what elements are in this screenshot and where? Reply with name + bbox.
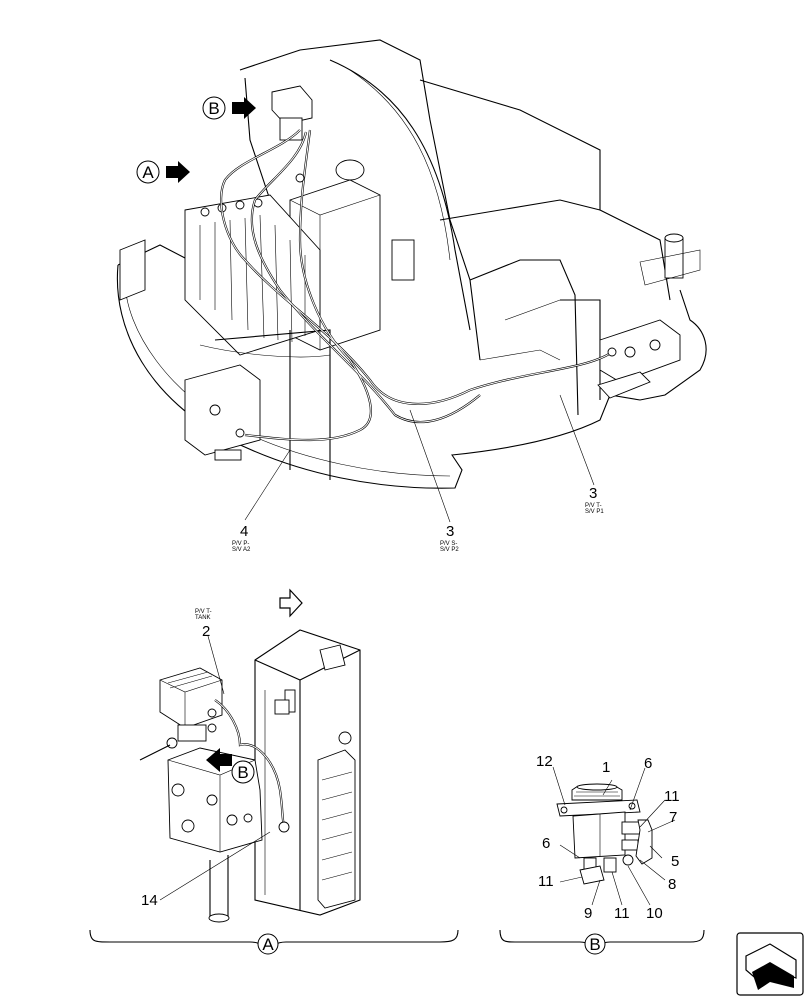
callout-11-left: 11	[538, 873, 554, 890]
view-a-letter: A	[142, 163, 154, 182]
callout-6-left: 6	[542, 835, 550, 852]
hose-note: TANK	[195, 615, 211, 621]
arrow-right-icon	[232, 97, 256, 119]
detail-b-view	[552, 766, 676, 906]
upper-structure-view	[116, 39, 707, 523]
callout-6-top: 6	[644, 755, 652, 772]
hose-note: P/V T-	[195, 609, 212, 615]
callout-5: 5	[671, 853, 679, 870]
arrow-right-icon	[166, 161, 190, 183]
hose-note: S/V A2	[232, 547, 251, 553]
hose-note: S/V P2	[440, 547, 459, 553]
hose-note: P/V S-	[440, 541, 457, 547]
hose-note: P/V T-	[585, 503, 602, 509]
view-b-marker: B	[202, 96, 256, 120]
callout-9: 9	[584, 905, 592, 922]
page-corner-icon[interactable]	[736, 932, 804, 996]
arrow-left-icon	[206, 748, 232, 772]
view-b-letter: B	[208, 99, 219, 118]
hose-note: S/V P1	[585, 509, 604, 515]
view-a-marker: A	[136, 160, 190, 184]
view-b-letter: B	[589, 935, 600, 954]
callout-10: 10	[646, 905, 663, 922]
callout-7: 7	[669, 809, 677, 826]
callout-1: 1	[602, 759, 610, 776]
detail-b-bracket: B	[499, 929, 705, 955]
detail-a-bracket: A	[89, 929, 459, 955]
view-a-letter: A	[262, 935, 274, 954]
view-b-letter: B	[237, 763, 248, 782]
callout-3-mid: 3	[446, 523, 454, 540]
arrow-right-icon	[279, 588, 303, 618]
callout-12: 12	[536, 753, 553, 770]
hose-note: P/V P-	[232, 541, 249, 547]
callout-8: 8	[668, 876, 676, 893]
callout-2: 2	[202, 623, 210, 640]
detail-a-view	[139, 588, 361, 923]
callout-4: 4	[240, 523, 248, 540]
callout-3-right: 3	[589, 485, 597, 502]
callout-11-bottom: 11	[614, 905, 630, 922]
callout-11-top: 11	[664, 788, 680, 805]
view-b-marker-detail: B	[206, 748, 255, 784]
callout-14: 14	[141, 892, 158, 909]
